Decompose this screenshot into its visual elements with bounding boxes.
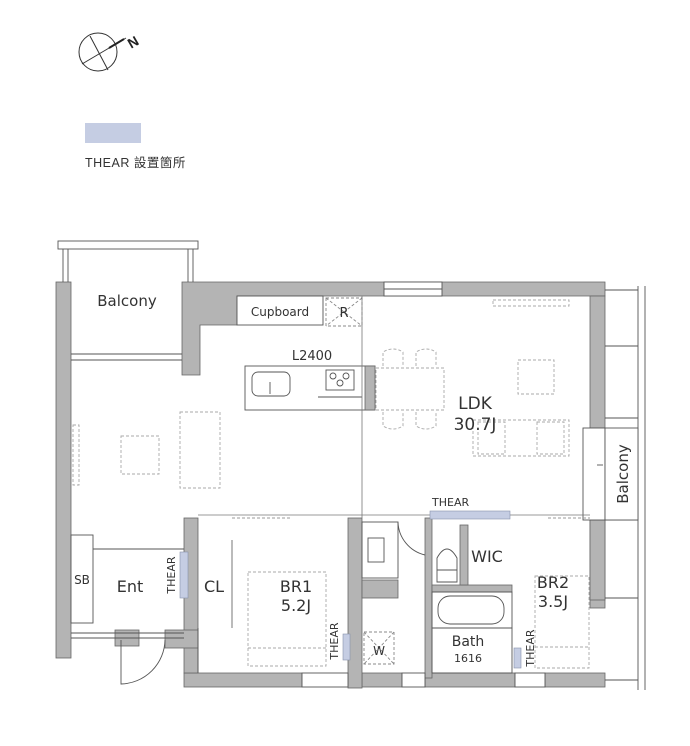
living-furniture [72,299,570,489]
balcony-top-label: Balcony [97,292,157,310]
balcony-right [582,286,646,690]
br2-bed [534,575,590,669]
balcony-top [57,240,199,361]
thear-units [179,510,522,669]
br1-label: BR1 [280,577,312,596]
thear-entrance-label: THEAR [165,556,178,594]
thear-br1-label: THEAR [328,622,341,660]
legend-label: THEAR 設置箇所 [85,156,186,170]
entrance-label: Ent [117,577,144,596]
thear-br2-label: THEAR [524,629,537,667]
ldk-label: LDK [458,394,493,414]
thear-ldk-label: THEAR [431,496,469,509]
ldk-size: 30.7J [454,415,497,435]
bath-size: 1616 [454,652,482,665]
bathtub [431,591,513,674]
washer [363,631,395,665]
br2-size: 3.5J [538,592,568,611]
toilet [436,548,458,583]
north-arrow-icon: N [78,32,141,72]
cupboard-label: Cupboard [251,305,309,319]
kitchen-counter [244,365,376,411]
dining-table [375,348,445,430]
entrance [70,534,199,685]
balcony-right-label: Balcony [614,444,632,504]
bath-label: Bath [452,634,485,650]
br2-label: BR2 [537,573,569,592]
legend-swatch [85,123,141,143]
washroom [361,521,426,579]
windows-bottom [301,672,546,688]
closet-label: CL [204,577,224,596]
wic-label: WIC [471,547,503,566]
washer-label: W [373,644,385,658]
cupboard [236,295,324,326]
kitchen-label: L2400 [292,349,332,364]
refrigerator-label: R [339,306,348,321]
br1-bed [247,571,327,667]
shoe-box-label: SB [74,573,90,587]
br1-size: 5.2J [281,596,311,615]
